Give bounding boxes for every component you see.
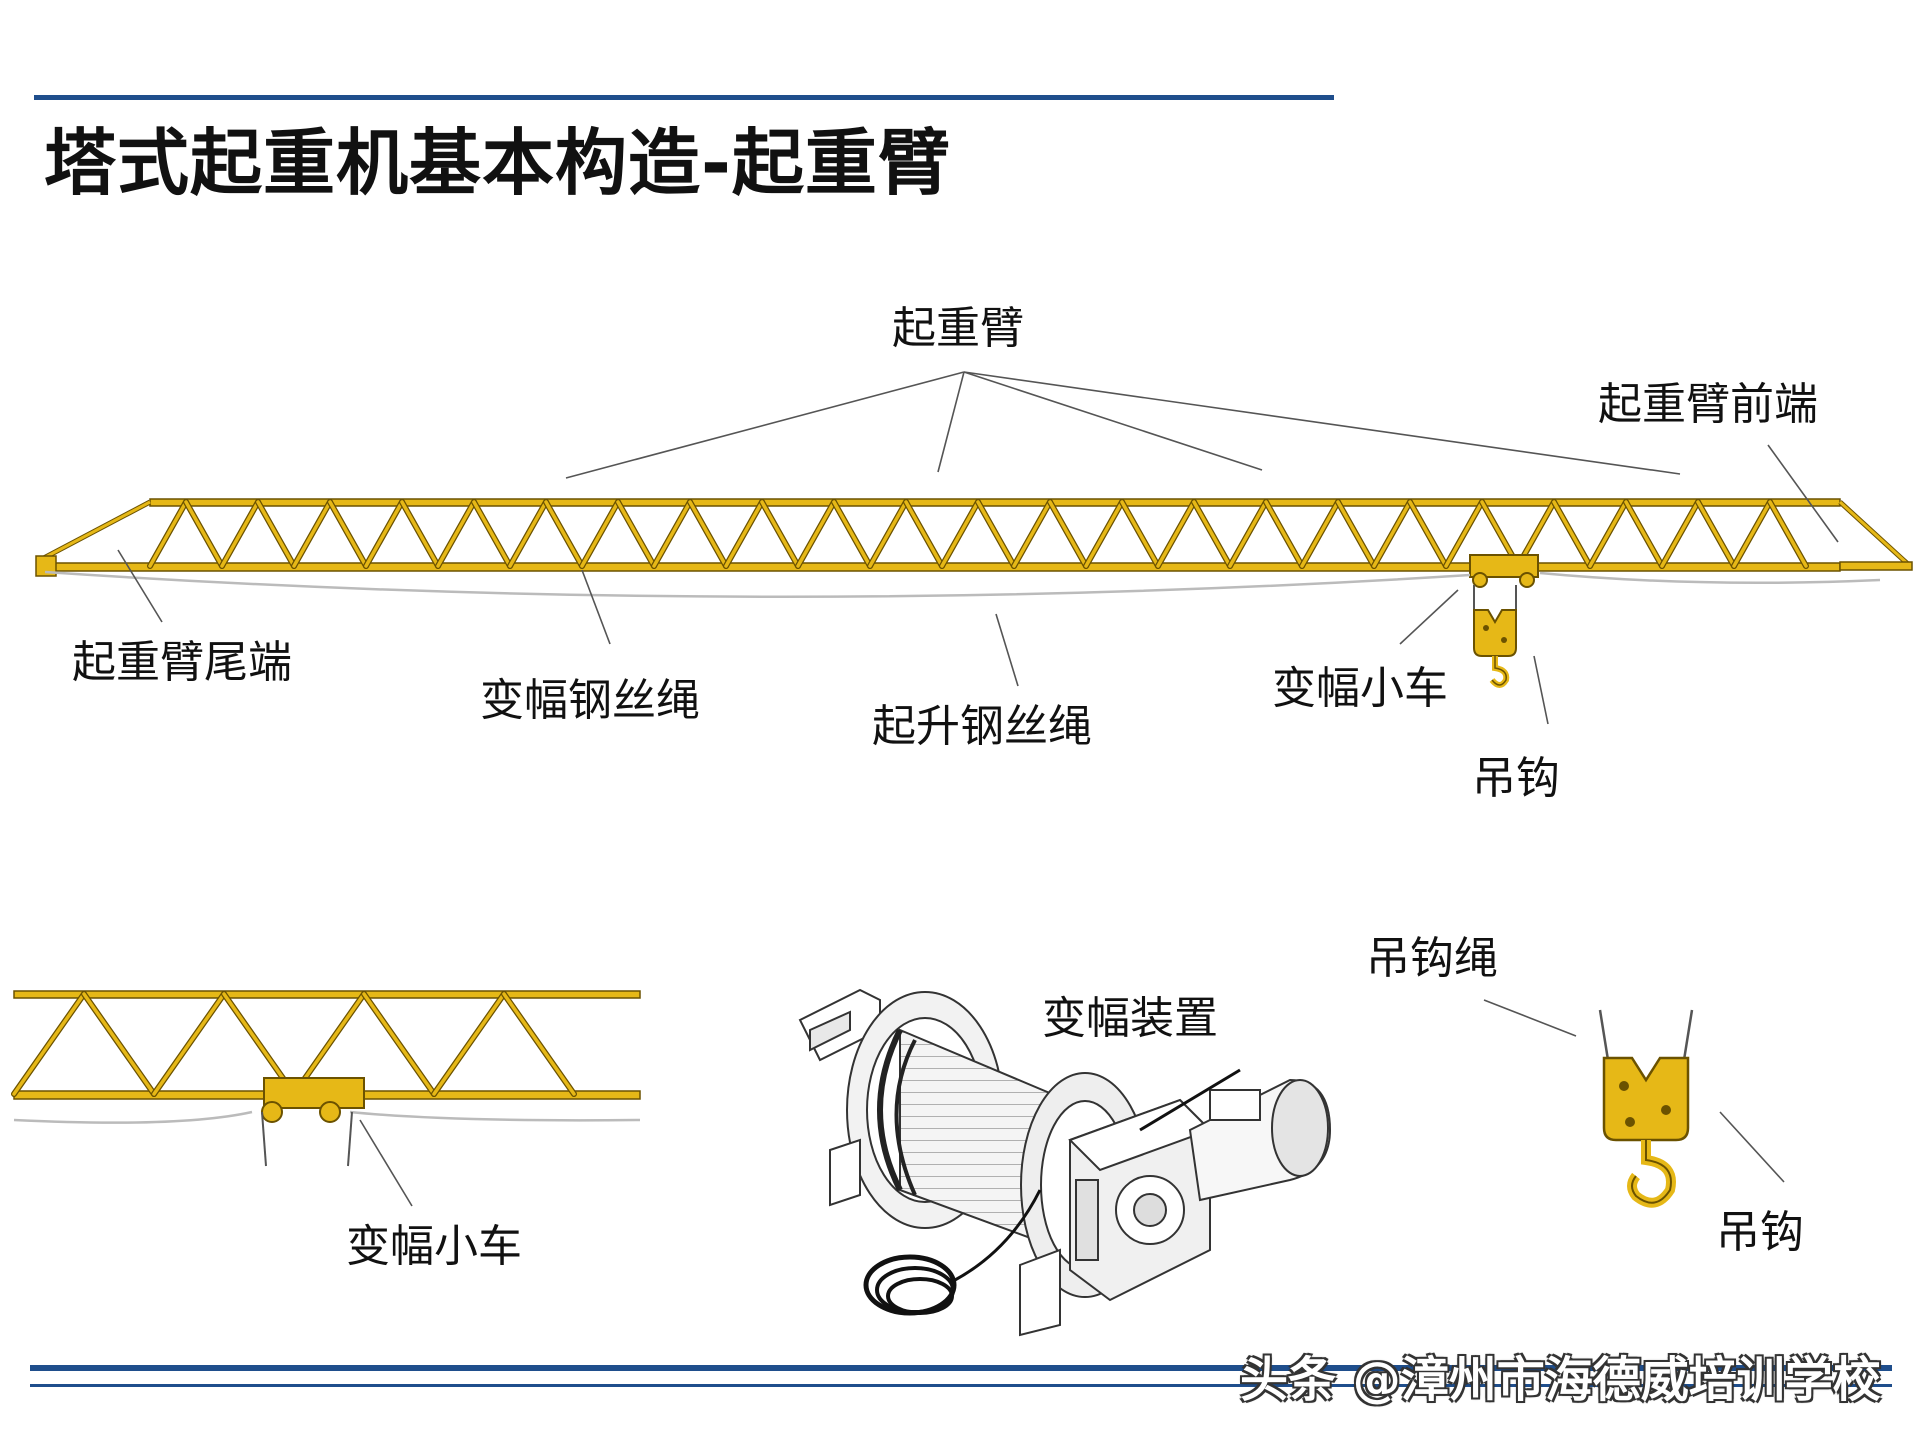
hook-detail (1484, 1000, 1784, 1203)
truss-diagonal-fill (1086, 502, 1122, 566)
label-trolley-detail: 变幅小车 (346, 1220, 522, 1274)
truss-diagonal-fill (1662, 502, 1698, 566)
truss-diagonal-fill (654, 502, 690, 566)
truss-diagonal-fill (906, 502, 942, 566)
truss-diagonal-fill (402, 502, 438, 566)
truss-diagonal-fill (1014, 502, 1050, 566)
label-jib-front: 起重臂前端 (1598, 378, 1818, 432)
main-jib (36, 499, 1912, 685)
tail-tie-fill (40, 502, 150, 560)
truss-diagonal-fill (186, 502, 222, 566)
truss-diagonal-fill (258, 502, 294, 566)
truss-diagonal-fill (1590, 502, 1626, 566)
label-trolley: 变幅小车 (1272, 662, 1448, 716)
truss-diagonal-fill (798, 502, 834, 566)
jib-truss-main (36, 499, 1912, 576)
label-jib-tail: 起重臂尾端 (72, 636, 292, 690)
truss-diagonal-fill (546, 502, 582, 566)
hoist-rope-line (45, 572, 1470, 597)
front-chord (1840, 562, 1912, 570)
truss-diagonal-fill (474, 502, 510, 566)
label-hook: 吊钩 (1472, 752, 1560, 806)
truss-diagonal-fill (330, 502, 366, 566)
truss-diagonal-fill (978, 502, 1014, 566)
label-hook-detail: 吊钩 (1716, 1206, 1804, 1260)
truss-diagonal-fill (1770, 502, 1806, 566)
trolley-detail (14, 991, 640, 1206)
truss-diagonal-fill (364, 994, 434, 1094)
truss-diagonal-fill (294, 502, 330, 566)
truss-diagonal-fill (1734, 502, 1770, 566)
truss-diagonal-fill (150, 502, 186, 566)
truss-diagonal-fill (504, 994, 574, 1094)
truss-diagonal-fill (366, 502, 402, 566)
label-hook-rope: 吊钩绳 (1366, 932, 1498, 986)
truss-diagonal-fill (942, 502, 978, 566)
truss-diagonal-fill (14, 994, 84, 1094)
front-tie-fill (1840, 502, 1910, 566)
truss-diagonal-fill (1122, 502, 1158, 566)
label-hoist-rope: 起升钢丝绳 (872, 700, 1092, 754)
truss-diagonal-fill (690, 502, 726, 566)
truss-diagonal-fill (1050, 502, 1086, 566)
truss-diagonal-fill (834, 502, 870, 566)
main-trolley (1470, 555, 1538, 587)
truss-diagonal-fill (1698, 502, 1734, 566)
truss-diagonal-fill (1554, 502, 1590, 566)
top-chord (14, 991, 640, 998)
truss-diagonal-fill (510, 502, 546, 566)
truss-diagonal-fill (222, 502, 258, 566)
truss-diagonal-fill (1158, 502, 1194, 566)
truss-diagonal-fill (726, 502, 762, 566)
label-jib: 起重臂 (892, 302, 1024, 356)
main-hook (1474, 585, 1516, 685)
truss-diagonal-fill (1410, 502, 1446, 566)
truss-diagonal-fill (434, 994, 504, 1094)
truss-diagonal-fill (438, 502, 474, 566)
watermark-text: 头条 @漳州市海德威培训学校 (1240, 1350, 1881, 1410)
truss-diagonal-fill (1338, 502, 1374, 566)
truss-diagonal-fill (1194, 502, 1230, 566)
truss-diagonal-fill (84, 994, 154, 1094)
label-luffing-device: 变幅装置 (1042, 992, 1218, 1046)
truss-diagonal-fill (1626, 502, 1662, 566)
truss-diagonal-fill (1230, 502, 1266, 566)
truss-diagonal-fill (1266, 502, 1302, 566)
label-luffing-rope: 变幅钢丝绳 (480, 674, 700, 728)
luffing-rope-line (1540, 573, 1880, 583)
truss-diagonal-fill (582, 502, 618, 566)
truss-diagonal-fill (870, 502, 906, 566)
truss-diagonal-fill (154, 994, 224, 1094)
truss-diagonal-fill (1302, 502, 1338, 566)
truss-diagonal-fill (618, 502, 654, 566)
truss-diagonal-fill (1374, 502, 1410, 566)
truss-diagonal-fill (762, 502, 798, 566)
